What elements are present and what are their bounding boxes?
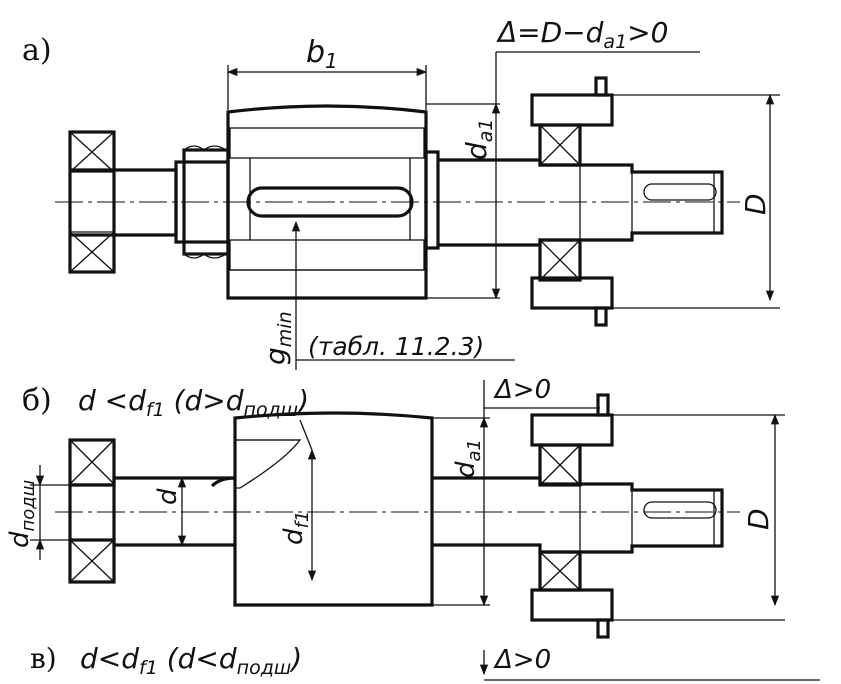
dim-gmin bbox=[291, 220, 515, 370]
dim-b1 bbox=[226, 65, 428, 110]
delta-b: Δ>0 bbox=[493, 375, 551, 405]
dim-dpodsh bbox=[30, 465, 70, 560]
right-bearing-a bbox=[530, 76, 614, 327]
gear-b bbox=[233, 411, 434, 607]
da1-label-b: da1 bbox=[451, 439, 485, 478]
dim-df1 bbox=[299, 419, 317, 582]
d-label: d bbox=[153, 488, 183, 505]
da1-label-a: da1 bbox=[460, 118, 497, 160]
dpodsh-label: dподш bbox=[5, 480, 39, 548]
dim-D-b bbox=[612, 413, 785, 621]
gmin-label: gmin bbox=[259, 311, 296, 365]
figure-c-label: в) bbox=[30, 642, 57, 675]
D-label-b: D bbox=[742, 508, 775, 530]
right-bearing-b bbox=[530, 393, 614, 639]
left-bearing-b bbox=[68, 438, 116, 584]
gear-a bbox=[226, 104, 428, 300]
df1-label: df1 bbox=[279, 511, 313, 545]
dim-da1 bbox=[426, 52, 501, 300]
delta-formula-label: Δ=D−da1>0 bbox=[496, 16, 668, 53]
dim-da1-b bbox=[432, 380, 600, 607]
figure-b: б) d <df1 (d>dподш) bbox=[5, 375, 785, 639]
figure-c: в) d<df1 (d<dподш) Δ>0 bbox=[30, 642, 820, 681]
figure-c-condition: d<df1 (d<dподш) bbox=[80, 642, 302, 679]
dim-D-a bbox=[612, 93, 780, 309]
table-ref: (табл. 11.2.3) bbox=[308, 332, 484, 361]
figure-a: а) bbox=[22, 16, 780, 370]
b1-label: b1 bbox=[306, 35, 338, 73]
figure-a-label: а) bbox=[22, 33, 52, 68]
figure-b-condition: d <df1 (d>dподш) bbox=[78, 384, 309, 421]
D-label-a: D bbox=[739, 193, 772, 215]
delta-c: Δ>0 bbox=[493, 645, 551, 675]
figure-b-label: б) bbox=[22, 383, 52, 418]
